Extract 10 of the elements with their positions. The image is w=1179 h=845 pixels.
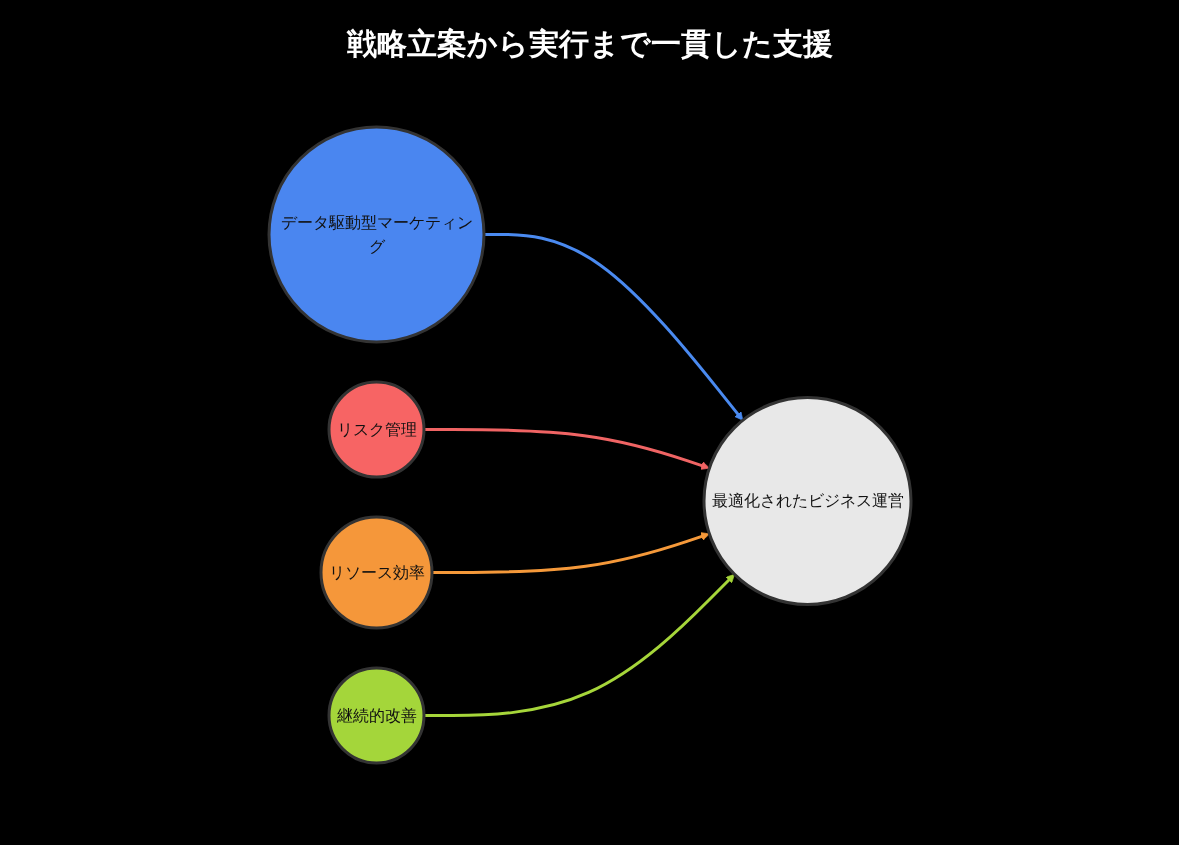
arrow (431, 532, 710, 574)
node-circle: リソース効率 (319, 515, 433, 630)
node-circle: データ駆動型マーケティング (267, 125, 485, 344)
node-circle: 継続的改善 (327, 666, 425, 765)
arrow (423, 428, 710, 470)
node-circle: リスク管理 (327, 380, 425, 479)
node-circle: 最適化されたビジネス運営 (702, 396, 912, 606)
arrow (423, 573, 735, 717)
diagram-title: 戦略立案から実行まで一貫した支援 (345, 25, 834, 63)
arrow (483, 233, 743, 421)
